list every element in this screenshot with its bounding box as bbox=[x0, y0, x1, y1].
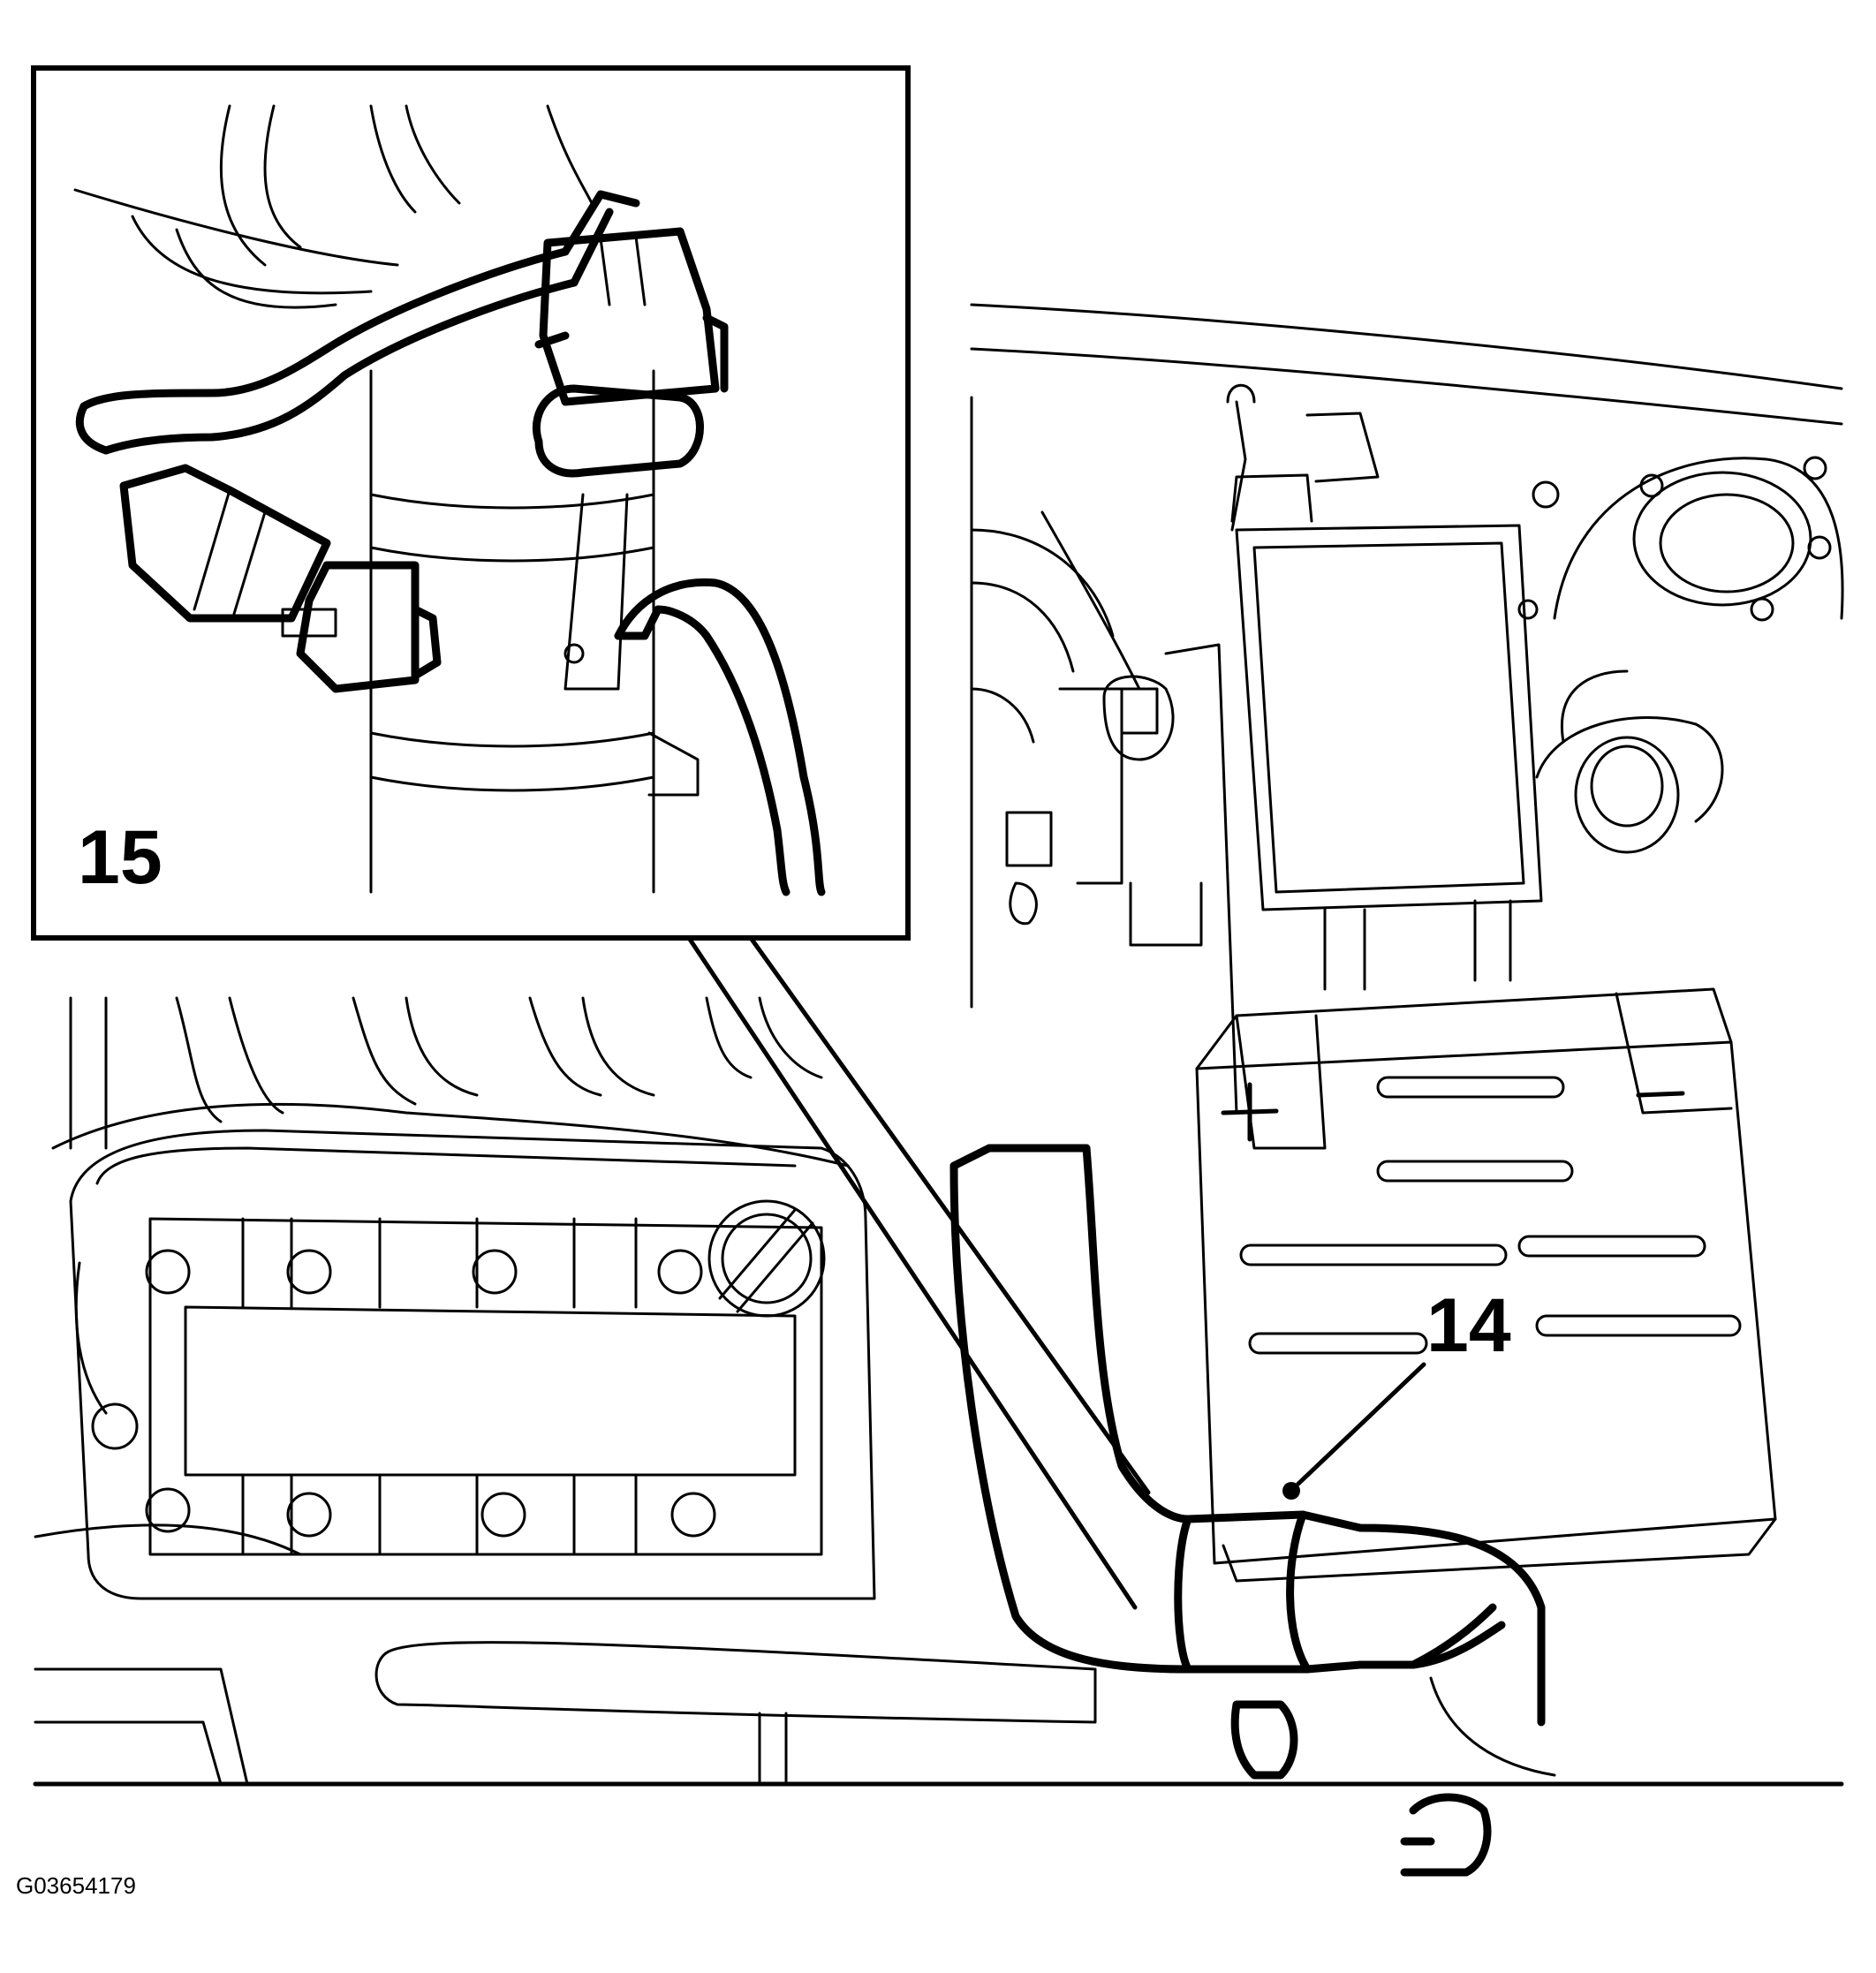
connector-left bbox=[119, 464, 442, 693]
pressure-sensor bbox=[532, 227, 729, 478]
battery bbox=[1195, 987, 1777, 1583]
pipe bbox=[369, 369, 700, 894]
engine-top-cover bbox=[69, 1129, 876, 1600]
strut-tower bbox=[1535, 456, 1844, 823]
inset-frame bbox=[31, 65, 911, 941]
wiring-harness bbox=[75, 190, 640, 455]
lower-hose bbox=[34, 1641, 1097, 1786]
brake-booster bbox=[970, 510, 1238, 1115]
detail-inset bbox=[31, 65, 1151, 1610]
intake-runners bbox=[34, 996, 850, 1556]
battery-cable-boot bbox=[949, 1144, 1546, 1727]
fuse-box bbox=[1226, 383, 1560, 991]
inset-cable bbox=[614, 578, 826, 896]
figure-identifier: G03654179 bbox=[16, 1872, 136, 1899]
lower-connectors bbox=[1230, 1676, 1556, 1877]
callout-label-15: 15 bbox=[78, 815, 163, 900]
oil-filler-cap bbox=[707, 1199, 826, 1318]
battery-minus-terminal bbox=[1636, 1091, 1685, 1098]
inset-pointer-line bbox=[686, 935, 1138, 1610]
callout-label-14: 14 bbox=[1426, 1283, 1511, 1368]
reservoir-cap bbox=[1561, 669, 1680, 854]
battery-plus-terminal bbox=[1221, 1082, 1279, 1142]
engine-bay-main-view bbox=[33, 303, 1844, 1877]
